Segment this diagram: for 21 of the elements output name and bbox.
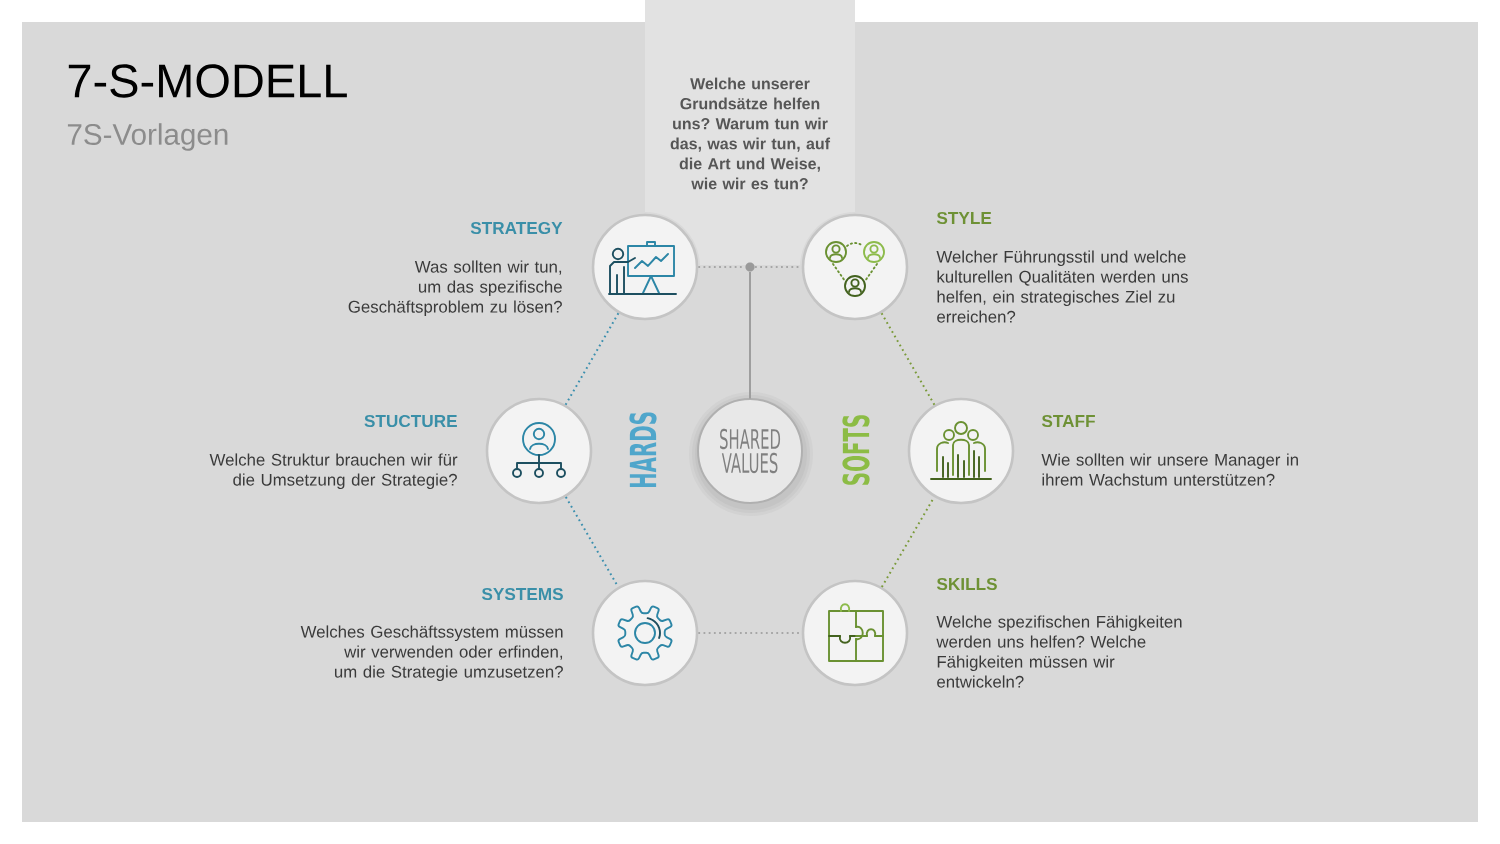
shared-values-label: SHARED VALUES [720, 428, 781, 474]
connector-line [749, 271, 751, 400]
question-text: Welche spezifischen Fähigkeiten werden uns helfen? Welche Fähigkeiten müssen wir entwickeln? [936, 615, 1182, 688]
question-text: Welcher Führungsstil und welche kulturellen Qualitäten werden uns helfen, ein strategisches Ziel zu erreichen? [936, 250, 1188, 323]
category-heading: SYSTEMS [481, 587, 563, 601]
softs-label: SOFTS [842, 415, 870, 485]
question-text: Wie sollten wir unsere Manager in ihrem Wachstum unterstützen? [1041, 453, 1298, 486]
title: 7-S-MODELL [68, 64, 347, 98]
category-heading: STRATEGY [470, 221, 563, 235]
connector-line [564, 312, 620, 406]
question-text: Was sollten wir tun, um das spezifische Geschäftsproblem zu lösen? [348, 260, 562, 317]
connector-line [880, 312, 936, 406]
category-heading: STYLE [936, 211, 992, 225]
category-heading: STUCTURE [364, 414, 457, 428]
category-heading: STAFF [1041, 414, 1095, 428]
question-text: Welches Geschäftssystem müssen wir verwenden oder erfinden, um die Strategie umzusetzen? [300, 625, 563, 682]
question-text: Welche unserer Grundsätze helfen uns? Warum tun wir das, was wir tun, auf die Art und Weise, wie wir es tun? [670, 77, 831, 190]
category-heading: SKILLS [936, 577, 997, 591]
hards-label: HARDS [629, 412, 657, 488]
subtitle: 7S-Vorlagen [67, 123, 228, 151]
question-text: Welche Struktur brauchen wir für die Umsetzung der Strategie? [209, 453, 458, 490]
